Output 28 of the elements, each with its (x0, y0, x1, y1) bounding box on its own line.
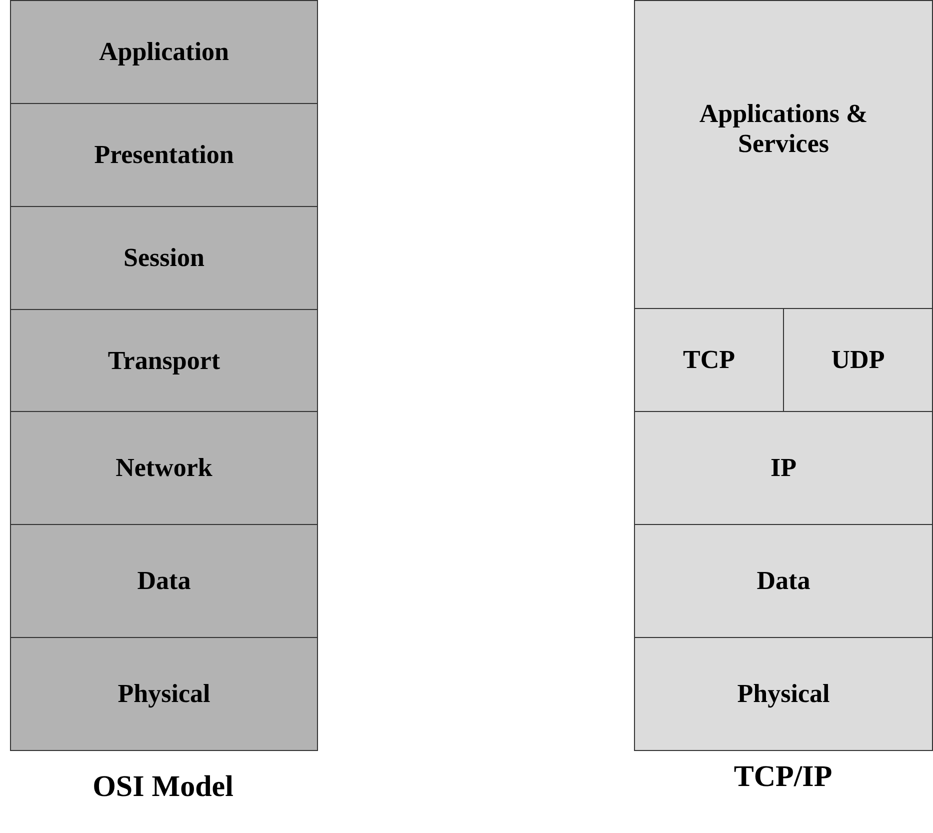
layer-box (10, 524, 318, 638)
layer-label: Presentation (94, 140, 234, 170)
layer-label: Session (124, 243, 204, 273)
stack-caption: OSI Model (92, 770, 234, 804)
layer-label: TCP (683, 345, 735, 375)
layer-box (634, 524, 933, 638)
stack-caption: TCP/IP (734, 760, 832, 794)
layer-box (10, 309, 318, 412)
layer-box (10, 411, 318, 525)
layer-box (634, 0, 933, 309)
layer-label: Data (137, 566, 191, 596)
layer-label: Data (756, 566, 810, 596)
layer-box (10, 206, 318, 310)
layer-label: Network (116, 453, 212, 483)
layer-label: Applications & Services (698, 99, 869, 159)
layer-box (634, 308, 784, 412)
layer-box (10, 637, 318, 751)
layer-box (783, 308, 933, 412)
layer-label: Application (98, 37, 230, 67)
layer-box (634, 637, 933, 751)
layer-label: Physical (118, 679, 210, 709)
layer-label: UDP (831, 345, 885, 375)
layer-box (10, 0, 318, 104)
layer-label: Transport (108, 346, 220, 376)
layer-box (10, 103, 318, 207)
layer-label: IP (770, 453, 796, 483)
layer-box (634, 411, 933, 525)
layer-label: Physical (737, 679, 830, 709)
